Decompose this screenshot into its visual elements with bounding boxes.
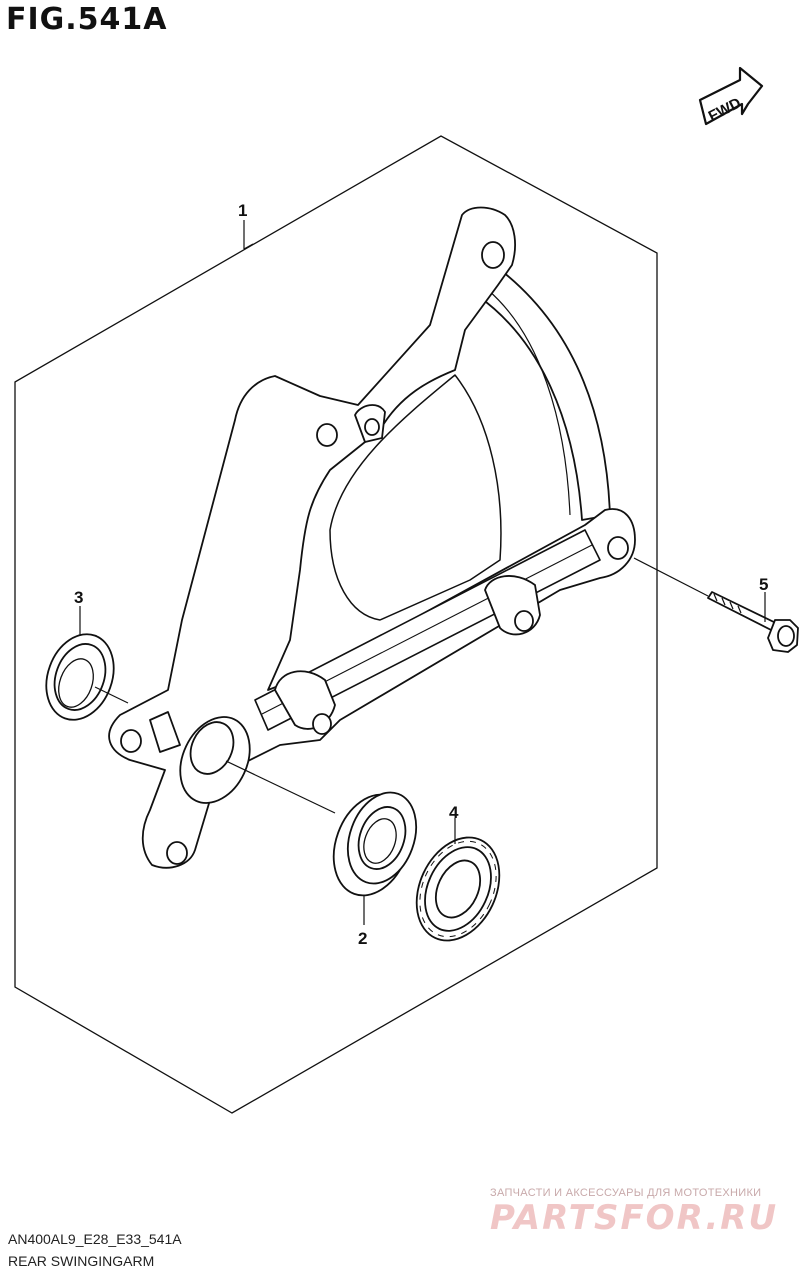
callout-3: 3 xyxy=(74,588,83,607)
leader-lines xyxy=(79,220,766,925)
callout-5: 5 xyxy=(759,575,768,594)
model-code: AN400AL9_E28_E33_541A xyxy=(8,1231,182,1247)
part-name: REAR SWINGINGARM xyxy=(8,1253,155,1269)
oil-seal-left xyxy=(45,633,115,721)
watermark-tagline: ЗАПЧАСТИ И АКСЕССУАРЫ ДЛЯ МОТОТЕХНИКИ xyxy=(490,1187,762,1199)
bolt xyxy=(707,591,799,653)
bearing xyxy=(332,791,417,897)
watermark-brand: PARTSFOR.RU xyxy=(490,1198,779,1238)
callout-2: 2 xyxy=(358,929,367,948)
figure-title: FIG.541A xyxy=(6,2,168,37)
callout-4: 4 xyxy=(449,803,459,822)
callout-1: 1 xyxy=(238,201,247,220)
assembly-boundary xyxy=(14,135,658,1114)
swingarm xyxy=(108,206,636,869)
oil-seal-right xyxy=(415,836,501,942)
fwd-arrow-icon: FWD xyxy=(698,66,764,125)
